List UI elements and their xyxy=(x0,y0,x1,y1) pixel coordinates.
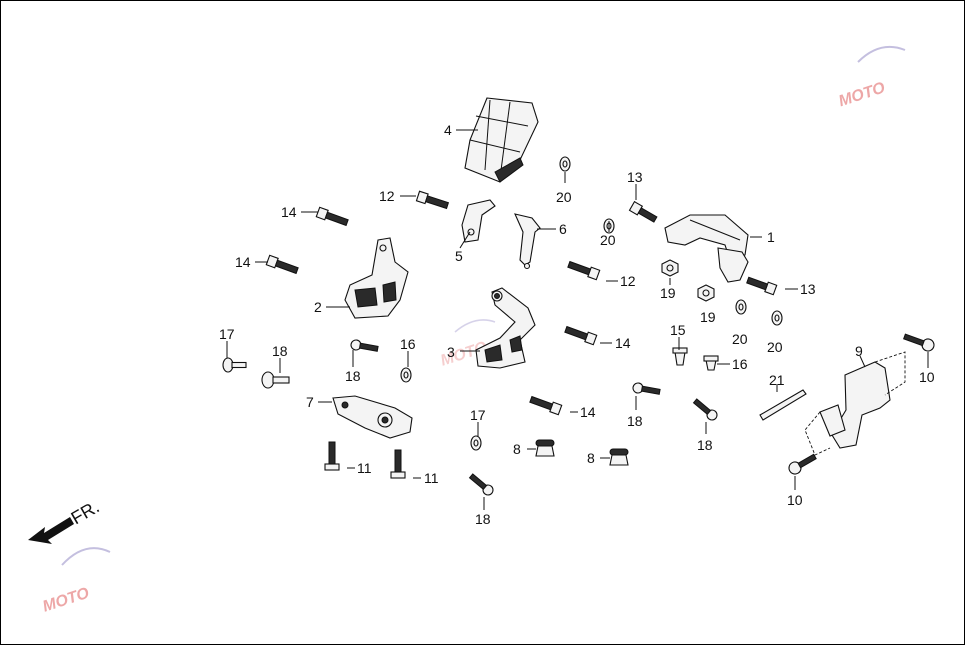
fastener-clips xyxy=(672,347,719,371)
callout-21: 21 xyxy=(769,372,785,388)
callout-10-bottom: 10 xyxy=(787,492,803,508)
callout-18-left: 18 xyxy=(345,368,361,384)
callout-14-lower: 14 xyxy=(580,404,596,420)
callout-6: 6 xyxy=(559,221,567,237)
callout-18-right: 18 xyxy=(697,437,713,453)
callout-12-top: 12 xyxy=(379,188,395,204)
part-windscreen xyxy=(464,97,539,183)
callout-11-left: 11 xyxy=(357,460,372,476)
callout-19-right: 19 xyxy=(700,309,716,325)
part-upper-cover xyxy=(664,214,749,283)
callout-12-right: 12 xyxy=(620,273,636,289)
callout-3: 3 xyxy=(447,344,455,360)
callout-19-left: 19 xyxy=(660,285,676,301)
callout-20-right-a: 20 xyxy=(732,331,748,347)
callout-8-left: 8 xyxy=(513,441,521,457)
part-mount-plate-7 xyxy=(332,395,413,439)
callout-13-right: 13 xyxy=(800,281,816,297)
front-arrow-icon xyxy=(28,517,74,544)
callout-9: 9 xyxy=(855,343,863,359)
fastener-grommets xyxy=(535,439,629,466)
svg-text:MOTO: MOTO xyxy=(837,79,888,110)
callout-4: 4 xyxy=(444,122,452,138)
leader-lines xyxy=(226,129,929,510)
part-holder-9 xyxy=(804,351,906,456)
svg-text:MOTO: MOTO xyxy=(41,585,92,616)
part-strip-21 xyxy=(759,389,807,421)
callout-5: 5 xyxy=(455,248,463,264)
callout-1: 1 xyxy=(767,229,775,245)
callout-2: 2 xyxy=(314,299,322,315)
part-center-bracket xyxy=(475,287,536,369)
callout-18-center: 18 xyxy=(627,413,643,429)
callout-labels: 4 12 14 14 2 3 5 6 20 20 13 1 12 19 13 1… xyxy=(219,122,935,527)
fastener-bolts xyxy=(222,190,935,496)
callout-7: 7 xyxy=(306,394,314,410)
part-left-bracket xyxy=(344,237,409,319)
watermark-logo-top-right: MOTO xyxy=(837,46,906,110)
callout-17-right: 18 xyxy=(272,343,288,359)
callout-20-right-b: 20 xyxy=(767,339,783,355)
callout-13-top: 13 xyxy=(627,169,643,185)
fastener-nuts xyxy=(661,259,715,302)
callout-16-upper: 16 xyxy=(400,336,416,352)
part-small-bracket-5 xyxy=(461,199,496,243)
front-direction-indicator: FR. xyxy=(28,497,103,544)
callout-15-right: 16 xyxy=(732,356,748,372)
callout-16-lower: 17 xyxy=(470,407,486,423)
watermark-logo-bottom-left: MOTO xyxy=(41,547,111,616)
part-stay-6 xyxy=(514,213,541,270)
callout-18-bottom: 18 xyxy=(475,511,491,527)
callout-8-right: 8 xyxy=(587,450,595,466)
callout-17-left: 17 xyxy=(219,326,235,342)
callout-11-right: 11 xyxy=(424,470,439,486)
callout-20-top: 20 xyxy=(556,189,572,205)
callout-10-right: 10 xyxy=(919,369,935,385)
callout-14-center: 14 xyxy=(615,335,631,351)
callout-14-upper-left: 14 xyxy=(281,204,297,220)
callout-15-top: 15 xyxy=(670,322,686,338)
callout-20-mid: 20 xyxy=(600,232,616,248)
callout-14-left: 14 xyxy=(235,254,251,270)
